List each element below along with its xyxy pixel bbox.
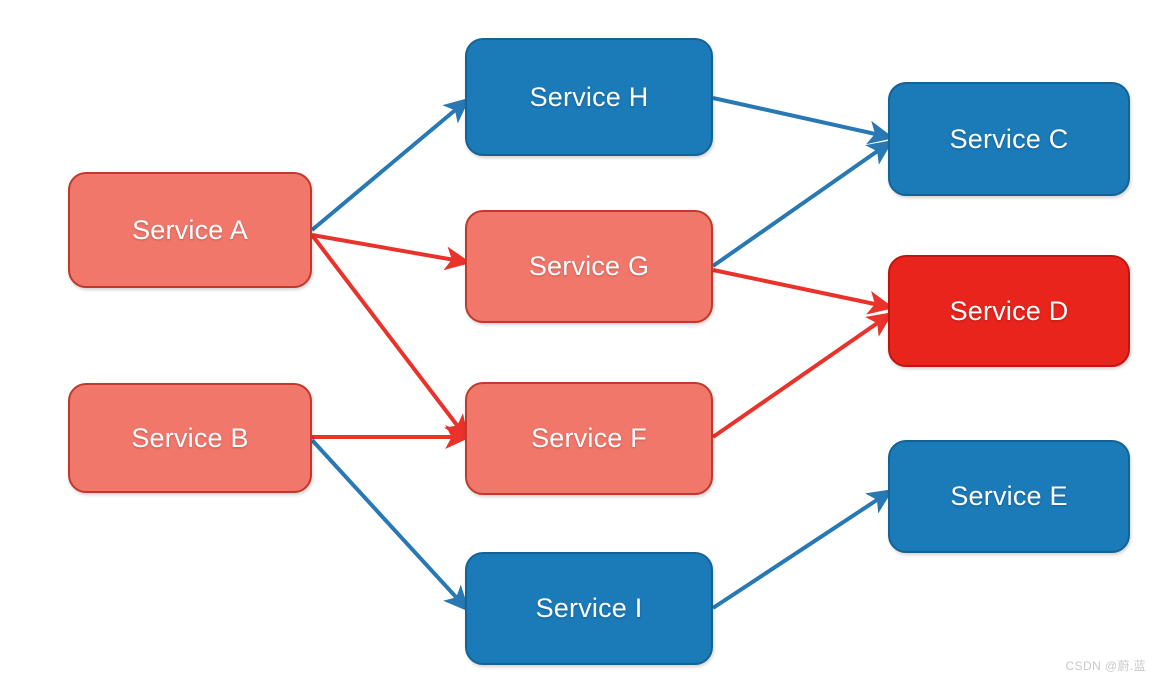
edge-h-to-c xyxy=(712,96,895,145)
edge-a-to-g xyxy=(311,233,472,271)
node-label-service-d: Service D xyxy=(949,295,1069,326)
node-service-h[interactable]: Service H xyxy=(465,38,713,156)
node-label-service-i: Service I xyxy=(535,593,643,623)
edge-g-to-c xyxy=(711,140,894,268)
node-service-f[interactable]: Service F xyxy=(465,382,713,495)
node-label-service-g: Service G xyxy=(528,251,650,281)
node-service-b[interactable]: Service B xyxy=(68,383,312,493)
node-label-service-e: Service E xyxy=(950,481,1068,511)
node-service-c[interactable]: Service C xyxy=(888,82,1130,196)
watermark-label: CSDN @蔚.蓝 xyxy=(1065,659,1146,673)
node-label-service-b: Service B xyxy=(131,422,249,453)
node-service-a[interactable]: Service A xyxy=(68,172,312,288)
node-label-service-h: Service H xyxy=(529,81,649,112)
node-service-d[interactable]: Service D xyxy=(888,255,1130,367)
edge-a-to-h xyxy=(310,97,470,232)
edge-i-to-e xyxy=(711,489,894,610)
node-label-service-f: Service F xyxy=(531,423,647,453)
edge-a-to-f xyxy=(310,233,470,442)
node-label-service-a: Service A xyxy=(132,214,248,245)
node-service-i[interactable]: Service I xyxy=(465,552,713,665)
node-service-g[interactable]: Service G xyxy=(465,210,713,323)
edge-b-to-i xyxy=(310,438,470,612)
edge-g-to-d xyxy=(712,268,895,315)
edges-group xyxy=(310,96,895,612)
node-label-service-c: Service C xyxy=(949,123,1069,154)
node-service-e[interactable]: Service E xyxy=(888,440,1130,553)
edge-f-to-d xyxy=(711,312,894,439)
